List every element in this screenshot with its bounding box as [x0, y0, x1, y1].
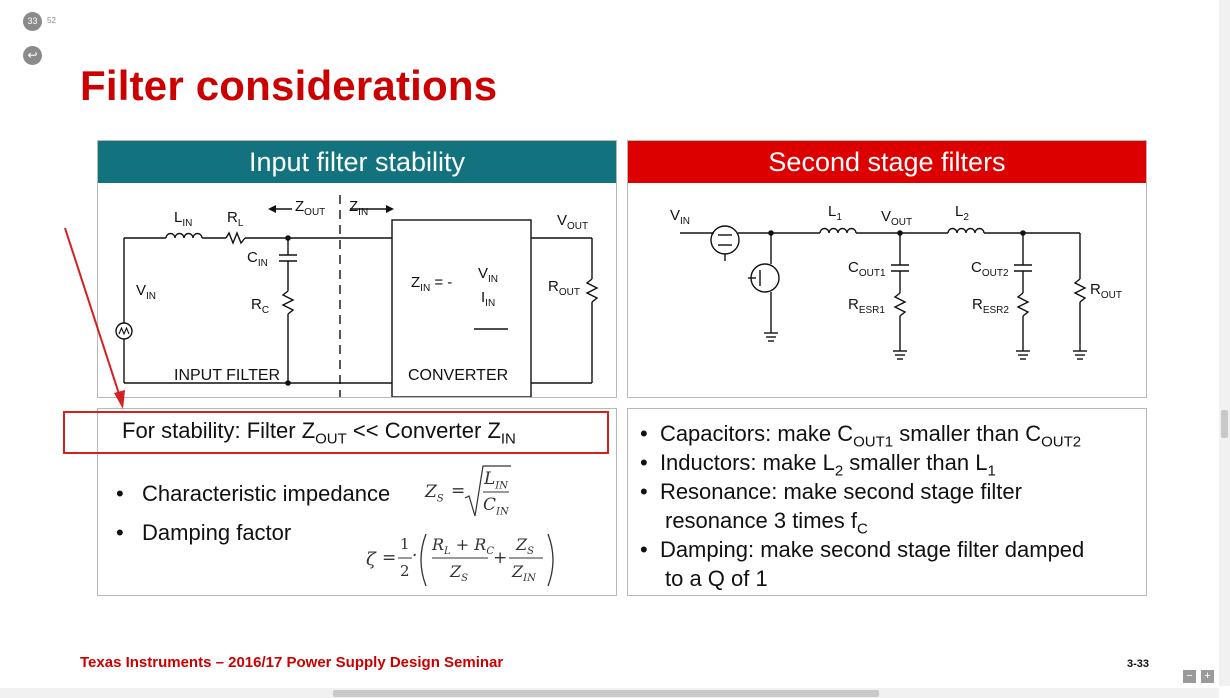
bullet-dot: • — [640, 537, 648, 562]
annotation-arrow — [64, 227, 125, 409]
damping-factor-equation: ζ = 1 2 · RL + RC ZS + ZS ZIN — [366, 532, 566, 588]
r-l-label: RL — [227, 209, 244, 229]
converter-impedance-eq-num: VIN — [478, 265, 499, 285]
second-stage-notes-panel — [627, 408, 1147, 596]
vertical-scrollbar[interactable] — [1219, 0, 1230, 686]
l2-label: L2 — [955, 203, 969, 223]
bullet-damping-line2: to a Q of 1 — [665, 566, 768, 591]
page-number-badge: 33 — [23, 12, 42, 31]
c-out2-label: COUT2 — [971, 259, 1009, 279]
back-button[interactable]: ↩ — [23, 46, 42, 65]
zoom-out-button[interactable]: − — [1183, 670, 1196, 683]
r-c-label: RC — [251, 296, 270, 316]
v-out-label: VOUT — [557, 212, 589, 232]
bullet-inductors: • Inductors: make L2 smaller than L1 — [640, 450, 996, 480]
input-filter-schematic — [115, 195, 599, 397]
bullet-resonance: • Resonance: make second stage filter — [640, 479, 1022, 504]
bullet-characteristic-impedance: • Characteristic impedance — [116, 481, 391, 506]
bullet-dot: • — [640, 479, 648, 504]
characteristic-impedance-equation: ZS = LIN CIN — [425, 464, 525, 520]
v-in-label: VIN — [670, 207, 691, 227]
input-filter-panel: Input filter stability — [97, 140, 617, 398]
second-stage-panel: Second stage filters — [627, 140, 1147, 398]
bullet-dot: • — [116, 520, 124, 545]
slide-footer: Texas Instruments – 2016/17 Power Supply… — [80, 654, 504, 671]
z-out-label: ZOUT — [295, 198, 326, 218]
bullet-damping: • Damping: make second stage filter damp… — [640, 537, 1085, 562]
bullet-damping-factor: • Damping factor — [116, 520, 292, 545]
bullet-dot: • — [640, 421, 648, 446]
stability-rule-text: For stability: Filter ZOUT << Converter … — [122, 418, 516, 448]
converter-caption: CONVERTER — [408, 367, 509, 384]
z-in-label: ZIN — [349, 198, 369, 218]
page-total: 52 — [47, 16, 56, 25]
l-in-label: LIN — [174, 209, 193, 229]
second-stage-header: Second stage filters — [628, 141, 1146, 183]
v-out-label: VOUT — [881, 208, 913, 228]
r-esr1-label: RESR1 — [848, 296, 885, 316]
vertical-scroll-thumb[interactable] — [1221, 410, 1228, 438]
second-stage-schematic — [680, 225, 1087, 360]
bullet-dot: • — [640, 450, 648, 475]
r-esr2-label: RESR2 — [972, 296, 1009, 316]
stability-rule-highlight — [63, 411, 609, 454]
l1-label: L1 — [828, 203, 842, 223]
r-out-label: ROUT — [548, 278, 580, 298]
r-out-label: ROUT — [1090, 281, 1122, 301]
input-filter-caption: INPUT FILTER — [174, 367, 281, 384]
bullet-dot: • — [116, 481, 124, 506]
zoom-in-button[interactable]: + — [1201, 670, 1214, 683]
converter-impedance-eq-lhs: ZIN = - — [411, 274, 457, 294]
slide-title: Filter considerations — [80, 62, 498, 109]
c-out1-label: COUT1 — [848, 259, 886, 279]
c-in-label: CIN — [247, 249, 268, 269]
bullet-resonance-line2: resonance 3 times fC — [665, 508, 868, 538]
undo-arrow-icon: ↩ — [27, 48, 38, 62]
v-in-label: VIN — [136, 282, 157, 302]
stability-notes-panel — [97, 408, 617, 596]
horizontal-scroll-thumb[interactable] — [333, 690, 879, 697]
bullet-capacitors: • Capacitors: make COUT1 smaller than CO… — [640, 421, 1082, 451]
input-filter-header: Input filter stability — [98, 141, 616, 183]
converter-impedance-eq-den: IIN — [481, 289, 496, 309]
slide-number: 3-33 — [1127, 658, 1150, 670]
